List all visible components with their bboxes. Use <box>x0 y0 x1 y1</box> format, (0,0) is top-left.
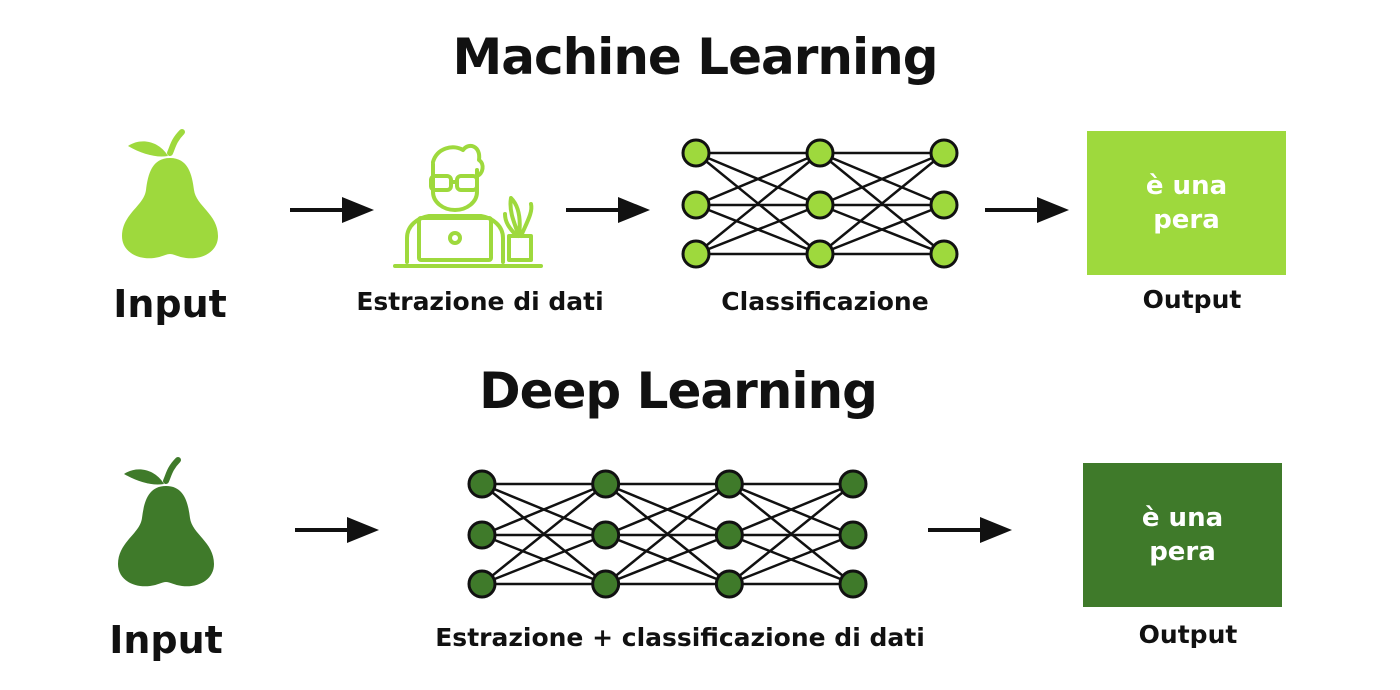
network-connection <box>481 483 607 585</box>
dl-input-label: Input <box>109 618 223 662</box>
ml-input-label: Input <box>113 282 227 326</box>
arrow-right-icon <box>566 197 650 223</box>
person-at-laptop-icon <box>393 143 543 268</box>
network-connection <box>695 152 821 255</box>
arrow-right-icon <box>290 197 374 223</box>
network-connection <box>728 483 854 585</box>
network-node <box>681 138 711 168</box>
network-node <box>591 569 621 599</box>
dl-output-text: è una pera <box>1141 503 1224 567</box>
network-node <box>591 469 621 499</box>
network-node <box>467 569 497 599</box>
network-connection <box>481 533 607 586</box>
network-node <box>838 569 868 599</box>
dl-output-box: è una pera <box>1083 463 1282 607</box>
network-connection <box>481 482 607 537</box>
network-connection <box>605 482 730 537</box>
network-node <box>838 520 868 550</box>
network-connection <box>819 151 945 207</box>
network-connection <box>728 533 854 586</box>
network-connection <box>695 151 821 207</box>
network-node <box>805 239 835 269</box>
network-node <box>714 520 744 550</box>
network-connection <box>605 533 730 586</box>
network-node <box>805 190 835 220</box>
ml-output-box: è una pera <box>1087 131 1286 275</box>
network-node <box>929 138 959 168</box>
arrow-right-icon <box>928 517 1012 543</box>
ml-extraction-label: Estrazione di dati <box>356 287 604 316</box>
network-node <box>681 239 711 269</box>
pear-icon <box>122 129 218 259</box>
network-node <box>591 520 621 550</box>
network-node <box>467 520 497 550</box>
network-connection <box>819 152 945 255</box>
network-connection <box>728 482 854 537</box>
network-node <box>714 469 744 499</box>
network-node <box>929 239 959 269</box>
dl-title: Deep Learning <box>479 362 878 420</box>
network-node <box>467 469 497 499</box>
pear-icon <box>118 457 214 587</box>
network-node <box>681 190 711 220</box>
ml-output-label: Output <box>1142 285 1242 314</box>
network-node <box>714 569 744 599</box>
network-connection <box>819 203 945 256</box>
network-connection <box>695 203 821 256</box>
arrow-right-icon <box>985 197 1069 223</box>
network-node <box>929 190 959 220</box>
network-node <box>805 138 835 168</box>
ml-output-text: è una pera <box>1145 171 1228 235</box>
dl-network-label: Estrazione + classificazione di dati <box>435 623 925 652</box>
ml-title: Machine Learning <box>452 28 938 86</box>
ml-classification-label: Classificazione <box>721 287 929 316</box>
arrow-right-icon <box>295 517 379 543</box>
network-node <box>838 469 868 499</box>
dl-output-label: Output <box>1138 620 1238 649</box>
network-connection <box>604 483 731 585</box>
